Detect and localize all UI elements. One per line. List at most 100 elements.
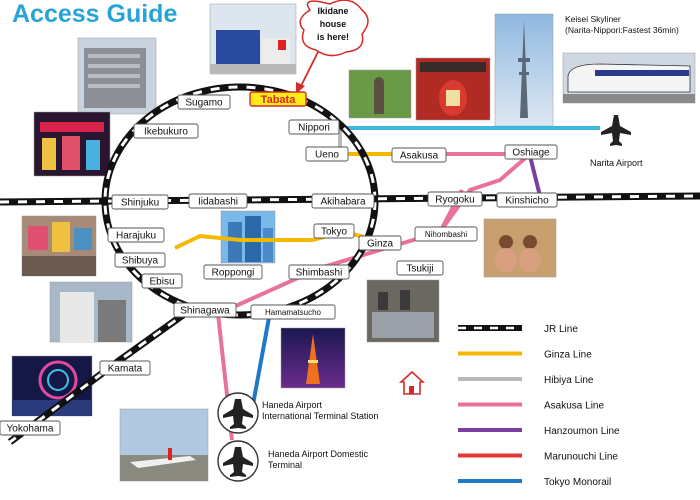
haneda-dom-label-2: Terminal — [268, 460, 302, 470]
ikidane-house-callout: Ikidane house is here! — [296, 0, 369, 94]
station-label-tokyo: Tokyo — [321, 227, 348, 238]
legend-item-monorail: Tokyo Monorail — [458, 477, 611, 488]
photo-sumo — [483, 218, 557, 278]
station-label-nihombashi: Nihombashi — [425, 230, 467, 239]
station-yokohama: Yokohama — [0, 420, 61, 436]
callout-line-3: is here! — [317, 32, 349, 42]
photo-harajuku — [21, 215, 97, 277]
station-oshiage: Oshiage — [504, 144, 558, 160]
station-tsukiji: Tsukiji — [396, 260, 444, 276]
legend-label: Tokyo Monorail — [544, 477, 611, 488]
station-label-shibuya: Shibuya — [122, 256, 159, 267]
station-shibuya: Shibuya — [114, 252, 166, 268]
station-shinjuku: Shinjuku — [111, 194, 169, 210]
skyliner-caption-1: Keisei Skyliner — [565, 14, 621, 24]
legend-label: Asakusa Line — [544, 401, 604, 412]
haneda-international-terminal: Haneda Airport International Terminal St… — [217, 392, 378, 434]
photo-tsukiji — [366, 279, 440, 343]
station-label-asakusa: Asakusa — [400, 151, 439, 162]
photo-ikebukuro — [77, 37, 157, 115]
station-shimbashi: Shimbashi — [288, 264, 350, 280]
station-label-kinshicho: Kinshicho — [505, 196, 549, 207]
tokyo-monorail-line — [250, 311, 272, 411]
station-label-ueno: Ueno — [315, 150, 339, 161]
airplane-icon — [601, 115, 631, 146]
station-label-hamamatsucho: Hamamatsucho — [265, 308, 322, 317]
station-ikebukuro: Ikebukuro — [133, 123, 199, 139]
station-ueno: Ueno — [305, 146, 349, 162]
legend-label: Marunouchi Line — [544, 452, 618, 463]
legend-label: Ginza Line — [544, 350, 592, 361]
legend-item-jr: JR Line — [458, 324, 578, 335]
legend-label: Hanzoumon Line — [544, 426, 620, 437]
station-label-tabata: Tabata — [261, 94, 297, 106]
haneda-domestic-terminal: Haneda Airport Domestic Terminal — [217, 440, 369, 482]
legend-item-ginza: Ginza Line — [458, 350, 592, 361]
haneda-dom-label-1: Haneda Airport Domestic — [268, 449, 369, 459]
legend-item-hanzomon: Hanzoumon Line — [458, 426, 620, 437]
station-tabata: Tabata — [249, 91, 307, 107]
legend-label: Hibiya Line — [544, 375, 594, 386]
photo-tokyo-tower — [280, 327, 346, 389]
legend-item-hibiya: Hibiya Line — [458, 375, 594, 386]
station-label-ginza: Ginza — [367, 239, 394, 250]
photo-shibuya — [49, 281, 133, 343]
station-label-shinjuku: Shinjuku — [121, 198, 159, 209]
station-label-ikebukuro: Ikebukuro — [144, 127, 188, 138]
legend-item-marunouchi: Marunouchi Line — [458, 452, 618, 463]
hanzomon-line — [528, 155, 542, 197]
station-ginza: Ginza — [358, 235, 402, 251]
station-label-roppongi: Roppongi — [212, 268, 255, 279]
airplane-icon — [223, 399, 253, 429]
station-label-nippori: Nippori — [298, 123, 330, 134]
station-shinagawa: Shinagawa — [173, 302, 237, 318]
station-tokyo: Tokyo — [313, 223, 355, 239]
station-nihombashi: Nihombashi — [414, 226, 478, 242]
photo-skytree — [494, 13, 554, 127]
haneda-intl-label-2: International Terminal Station — [262, 411, 378, 421]
station-harajuku: Harajuku — [107, 227, 165, 243]
page-title: Access Guide — [12, 0, 177, 28]
station-nippori: Nippori — [288, 119, 340, 135]
photo-ikidane-house — [209, 3, 297, 75]
station-label-akihabara: Akihabara — [320, 197, 365, 208]
station-label-harajuku: Harajuku — [116, 231, 156, 242]
callout-line-1: Ikidane — [317, 6, 348, 16]
legend-item-asakusa: Asakusa Line — [458, 401, 604, 412]
legend-label: JR Line — [544, 324, 578, 335]
station-label-yokohama: Yokohama — [7, 424, 54, 435]
station-hamamatsucho: Hamamatsucho — [250, 304, 336, 320]
photo-shinjuku — [33, 111, 111, 177]
haneda-intl-label-1: Haneda Airport — [262, 400, 323, 410]
station-label-ebisu: Ebisu — [149, 277, 174, 288]
jr-keihin-line — [7, 307, 193, 445]
narita-airport: Narita Airport — [590, 115, 643, 168]
station-kinshicho: Kinshicho — [496, 192, 558, 208]
station-asakusa: Asakusa — [391, 147, 447, 163]
photo-haneda — [119, 408, 209, 482]
photo-ueno — [348, 69, 412, 119]
station-roppongi: Roppongi — [203, 264, 263, 280]
station-ebisu: Ebisu — [141, 273, 183, 289]
station-akihabara: Akihabara — [311, 193, 375, 209]
photo-asakusa — [415, 57, 491, 121]
narita-airport-label: Narita Airport — [590, 158, 643, 168]
home-icon — [398, 370, 426, 395]
station-label-shinagawa: Shinagawa — [180, 306, 230, 317]
station-label-iidabashi: Iidabashi — [198, 197, 238, 208]
station-label-kamata: Kamata — [108, 364, 143, 375]
station-label-sugamo: Sugamo — [185, 98, 223, 109]
airplane-icon — [223, 447, 253, 477]
skyliner-caption-2: (Narita-Nippori:Fastest 36min) — [565, 25, 679, 35]
callout-line-2: house — [320, 19, 347, 29]
station-label-tsukiji: Tsukiji — [406, 264, 433, 275]
station-label-ryogoku: Ryogoku — [435, 195, 474, 206]
photo-skyliner-train — [562, 52, 696, 104]
station-kamata: Kamata — [99, 360, 151, 376]
station-iidabashi: Iidabashi — [188, 193, 248, 209]
station-ryogoku: Ryogoku — [427, 191, 483, 207]
